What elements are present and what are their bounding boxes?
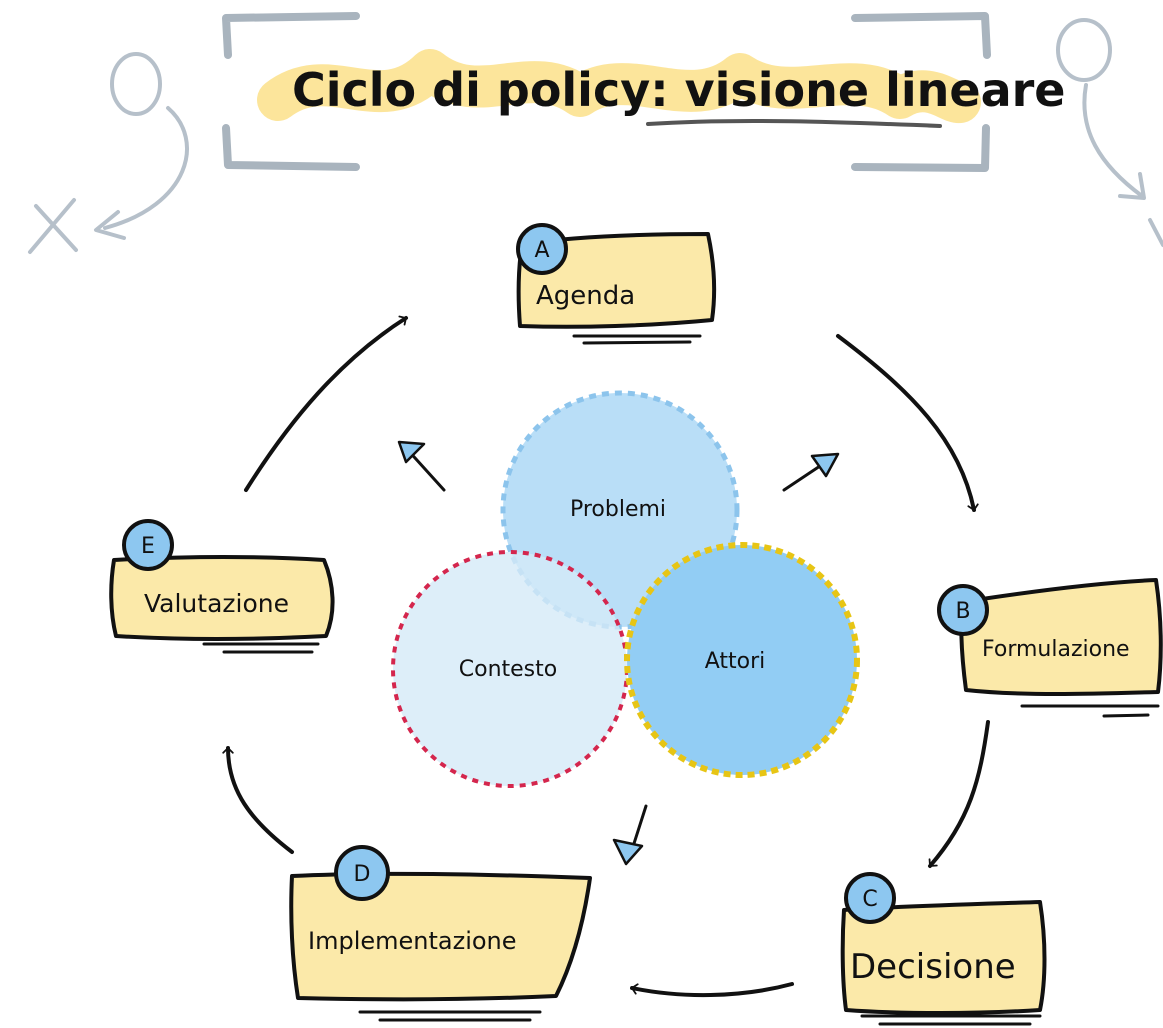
venn-circles: Problemi Contesto Attori — [391, 390, 860, 788]
stage-underline-decisione — [860, 1014, 1042, 1026]
arrow-decisione-implementazione — [630, 982, 794, 998]
stage-badge-label-valutazione: E — [141, 534, 155, 559]
stage-badge-decisione — [844, 872, 896, 924]
stage-badge-implementazione — [334, 845, 390, 901]
stage-underline-agenda — [572, 334, 702, 345]
stage-box-formulazione — [959, 578, 1163, 696]
bracket-right-top — [851, 12, 991, 59]
doodle-arrow-left — [94, 106, 189, 240]
stage-valutazione: E Valutazione — [109, 519, 335, 654]
stage-box-implementazione — [289, 871, 592, 1002]
title-highlight — [257, 49, 981, 123]
circle-label-contesto: Contesto — [459, 657, 557, 682]
stage-label-valutazione: Valutazione — [144, 589, 289, 618]
stage-badge-valutazione — [122, 519, 174, 571]
stage-badge-label-agenda: A — [534, 238, 549, 263]
small-arrow-down-head — [612, 838, 644, 866]
stage-underline-valutazione — [202, 642, 320, 654]
bracket-left-top — [222, 12, 360, 59]
stage-label-agenda: Agenda — [536, 281, 635, 311]
doodle-circle-left — [110, 52, 162, 116]
stage-underline-formulazione — [1020, 704, 1160, 718]
stage-badge-label-decisione: C — [862, 887, 877, 912]
page-title: Ciclo di policy: visione lineare — [292, 63, 1066, 117]
stage-badge-label-formulazione: B — [955, 599, 970, 624]
arrow-valutazione-agenda — [244, 315, 408, 492]
stage-formulazione: B Formulazione — [937, 578, 1163, 718]
small-arrow-up-right-head — [810, 452, 840, 478]
circle-label-attori: Attori — [705, 649, 766, 674]
cycle-arrows — [222, 315, 990, 998]
stage-badge-formulazione — [937, 584, 989, 636]
doodle-x-left — [28, 198, 78, 254]
title-underline — [646, 118, 942, 128]
circle-label-problemi: Problemi — [570, 497, 666, 522]
stage-underline-implementazione — [358, 1010, 542, 1022]
stage-label-formulazione: Formulazione — [982, 637, 1130, 662]
doodle-line-right — [1148, 218, 1163, 247]
stage-label-decisione: Decisione — [850, 947, 1016, 987]
doodle-arrow-right — [1082, 83, 1146, 200]
doodle-circle-right — [1056, 18, 1112, 82]
stage-badge-label-implementazione: D — [354, 862, 371, 887]
bracket-right-bottom — [851, 124, 990, 172]
arrow-implementazione-valutazione — [222, 746, 294, 854]
stage-agenda: A Agenda — [516, 223, 717, 345]
circle-attori — [624, 542, 860, 778]
bracket-left-bottom — [222, 124, 360, 171]
arrow-agenda-formulazione — [836, 334, 979, 512]
stage-implementazione: D Implementazione — [289, 845, 592, 1022]
small-arrow-up-left-head — [397, 440, 426, 464]
stage-box-agenda — [516, 232, 717, 329]
stage-box-decisione — [840, 900, 1047, 1015]
stage-box-valutazione — [109, 555, 335, 641]
stage-label-implementazione: Implementazione — [308, 927, 517, 955]
arrow-formulazione-decisione — [928, 720, 990, 868]
header-decoration — [28, 12, 1163, 254]
venn-small-arrows — [397, 440, 840, 866]
stage-badge-agenda — [516, 223, 568, 275]
stage-decisione: C Decisione — [840, 872, 1047, 1026]
